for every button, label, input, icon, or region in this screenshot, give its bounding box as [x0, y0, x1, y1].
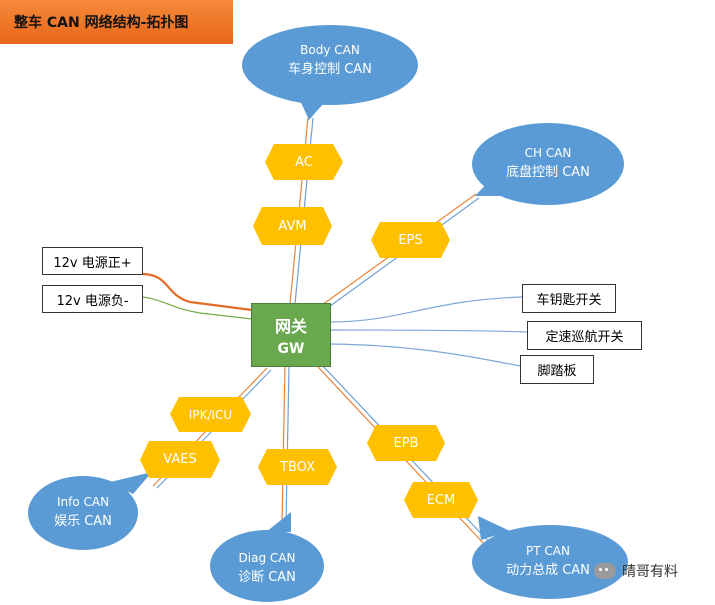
gateway-name-cn: 网关 [274, 317, 307, 336]
ecu-tbox-hexagon [258, 449, 337, 485]
body-can-desc: 车身控制 CAN [288, 62, 372, 77]
cruise-switch-line [330, 329, 528, 333]
ch-can-label: CH CAN 底盘控制 CAN [478, 143, 618, 183]
ecu-vaes-hexagon [140, 441, 220, 478]
ecu-avm-hexagon [253, 207, 332, 245]
ecu-ac-label: AC [295, 154, 313, 170]
ecu-eps-hexagon [371, 222, 450, 258]
pt-can-name: PT CAN [526, 544, 570, 558]
power-positive-line [142, 272, 253, 312]
watermark: 晴哥有料 [594, 561, 678, 581]
info-can-desc: 娱乐 CAN [54, 514, 112, 529]
power-positive-box: 12v 电源正+ [42, 247, 143, 275]
ecu-ac-hexagon [265, 144, 343, 180]
ecu-epb-label: EPB [393, 435, 419, 451]
pt-can-desc: 动力总成 CAN [506, 563, 590, 578]
diag-can-desc: 诊断 CAN [238, 570, 296, 585]
pt-can-bubble [472, 516, 628, 599]
key-switch-line [330, 296, 523, 323]
diagram-title: 整车 CAN 网络结构-拓扑图 [0, 0, 233, 44]
body-can-label: Body CAN 车身控制 CAN [260, 40, 400, 80]
ch-can-desc: 底盘控制 CAN [506, 165, 590, 180]
watermark-text: 晴哥有料 [622, 564, 678, 580]
body-can-name: Body CAN [300, 43, 360, 57]
wechat-icon [594, 563, 616, 579]
bus-line-diag [281, 366, 290, 525]
key-switch-box: 车钥匙开关 [522, 284, 616, 313]
info-can-bubble [28, 472, 152, 550]
body-can-bubble [242, 25, 418, 120]
gateway-node: 网关 GW [251, 303, 331, 367]
ecu-vaes-label: VAES [163, 452, 197, 467]
diag-can-name: Diag CAN [238, 551, 296, 565]
ecu-ipk-hexagon [170, 397, 251, 432]
ecu-avm-label: AVM [278, 218, 307, 234]
ch-can-bubble [472, 123, 624, 205]
diag-can-label: Diag CAN 诊断 CAN [212, 548, 322, 588]
info-can-name: Info CAN [56, 495, 110, 509]
pedal-box: 脚踏板 [520, 355, 594, 384]
power-negative-box: 12v 电源负- [42, 285, 143, 313]
cruise-switch-box: 定速巡航开关 [527, 321, 642, 350]
ecu-eps-label: EPS [398, 232, 423, 248]
ecu-epb-hexagon [367, 425, 445, 461]
ecu-ecm-label: ECM [426, 492, 456, 508]
info-can-label: Info CAN 娱乐 CAN [28, 492, 138, 532]
pt-can-label: PT CAN 动力总成 CAN [478, 541, 618, 581]
power-negative-line [142, 296, 253, 320]
ch-can-name: CH CAN [524, 146, 572, 160]
ecu-ipk-label: IPK/ICU [188, 407, 233, 422]
ecu-ecm-hexagon [404, 482, 478, 518]
gateway-name-en: GW [277, 341, 305, 357]
pedal-line [330, 343, 521, 367]
diag-can-bubble [210, 512, 324, 602]
ecu-tbox-label: TBOX [280, 459, 315, 475]
